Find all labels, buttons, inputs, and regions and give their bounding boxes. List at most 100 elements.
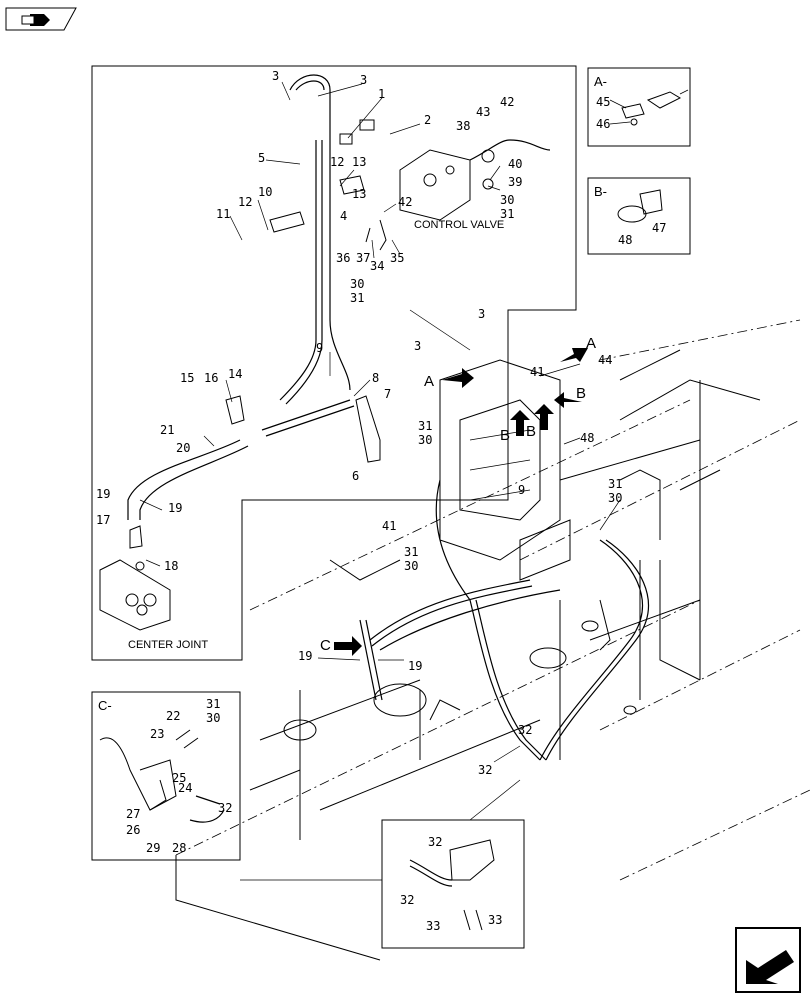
- callout-48: 48: [618, 233, 632, 247]
- callout-31: 31: [418, 419, 432, 433]
- callout-43: 43: [476, 105, 490, 119]
- callout-21: 21: [160, 423, 174, 437]
- machine-hoses: [359, 479, 649, 761]
- callout-5: 5: [258, 151, 265, 165]
- callout-19: 19: [168, 501, 182, 515]
- callout-32: 32: [478, 763, 492, 777]
- callout-17: 17: [96, 513, 110, 527]
- callout-33: 33: [488, 913, 502, 927]
- callout-33: 33: [426, 919, 440, 933]
- callout-38: 38: [456, 119, 470, 133]
- detail-c-parts: [99, 729, 225, 823]
- callout-31: 31: [404, 545, 418, 559]
- exploded-hoses: [127, 74, 355, 520]
- main-detail-frame: [91, 65, 577, 661]
- callout-29: 29: [146, 841, 160, 855]
- callout-30: 30: [350, 277, 364, 291]
- detail-b-title: B-: [594, 184, 607, 199]
- callout-23: 23: [150, 727, 164, 741]
- callout-8: 8: [372, 371, 379, 385]
- callout-30: 30: [206, 711, 220, 725]
- book-nav-icon[interactable]: [5, 7, 77, 31]
- callout-48: 48: [580, 431, 594, 445]
- callout-12: 12: [238, 195, 252, 209]
- callout-36: 36: [336, 251, 350, 265]
- callout-41: 41: [530, 365, 544, 379]
- center-joint-caption: CENTER JOINT: [128, 639, 208, 651]
- callout-44: 44: [598, 353, 612, 367]
- callout-19: 19: [408, 659, 422, 673]
- callout-31: 31: [206, 697, 220, 711]
- detail-box-valve: [381, 819, 525, 949]
- view-marker-a-right: A: [586, 335, 596, 352]
- callout-39: 39: [508, 175, 522, 189]
- callout-27: 27: [126, 807, 140, 821]
- callout-31: 31: [500, 207, 514, 221]
- callout-12: 12: [330, 155, 344, 169]
- callout-24: 24: [178, 781, 192, 795]
- callout-9: 9: [316, 341, 323, 355]
- view-marker-b-right: B: [576, 385, 586, 402]
- callout-46: 46: [596, 117, 610, 131]
- callout-42: 42: [500, 95, 514, 109]
- callout-35: 35: [390, 251, 404, 265]
- callout-3: 3: [360, 73, 367, 87]
- callout-9: 9: [518, 483, 525, 497]
- detail-box-c: [91, 691, 241, 861]
- callout-32: 32: [518, 723, 532, 737]
- bracket-6: [355, 395, 381, 463]
- detail-b-parts: [617, 189, 663, 223]
- exploded-control-valve: [269, 119, 551, 251]
- callout-3: 3: [478, 307, 485, 321]
- callout-4: 4: [340, 209, 347, 223]
- callout-2: 2: [424, 113, 431, 127]
- control-valve-caption: CONTROL VALVE: [414, 219, 504, 231]
- machine-frame-outline: [175, 319, 811, 961]
- callout-18: 18: [164, 559, 178, 573]
- callout-32: 32: [400, 893, 414, 907]
- leader-lines: [139, 81, 631, 763]
- callout-31: 31: [350, 291, 364, 305]
- view-marker-a-left: A: [424, 373, 434, 390]
- callout-6: 6: [352, 469, 359, 483]
- callout-15: 15: [180, 371, 194, 385]
- view-arrows: [334, 348, 588, 656]
- detail-valve-parts: [409, 839, 495, 931]
- view-marker-b-left: B: [500, 427, 510, 444]
- callout-10: 10: [258, 185, 272, 199]
- callout-40: 40: [508, 157, 522, 171]
- callout-45: 45: [596, 95, 610, 109]
- view-marker-b-mid: B: [526, 423, 536, 440]
- detail-a-parts: [621, 89, 689, 126]
- callout-47: 47: [652, 221, 666, 235]
- callout-30: 30: [418, 433, 432, 447]
- callout-3: 3: [414, 339, 421, 353]
- callout-30: 30: [404, 559, 418, 573]
- detail-c-title: C-: [98, 698, 112, 713]
- callout-28: 28: [172, 841, 186, 855]
- callout-41: 41: [382, 519, 396, 533]
- callout-19: 19: [96, 487, 110, 501]
- callout-13: 13: [352, 187, 366, 201]
- callout-34: 34: [370, 259, 384, 273]
- callout-1: 1: [378, 87, 385, 101]
- callout-32: 32: [428, 835, 442, 849]
- callout-31: 31: [608, 477, 622, 491]
- callout-11: 11: [216, 207, 230, 221]
- callout-3: 3: [272, 69, 279, 83]
- callout-30: 30: [500, 193, 514, 207]
- next-page-arrow-icon[interactable]: [735, 927, 801, 993]
- detail-a-title: A-: [594, 74, 607, 89]
- callout-26: 26: [126, 823, 140, 837]
- callout-14: 14: [228, 367, 242, 381]
- callout-42: 42: [398, 195, 412, 209]
- view-marker-c: C: [320, 637, 331, 654]
- callout-13: 13: [352, 155, 366, 169]
- callout-20: 20: [176, 441, 190, 455]
- callout-19: 19: [298, 649, 312, 663]
- callout-7: 7: [384, 387, 391, 401]
- callout-32: 32: [218, 801, 232, 815]
- detail-box-b: [587, 177, 691, 255]
- callout-22: 22: [166, 709, 180, 723]
- callout-25: 25: [172, 771, 186, 785]
